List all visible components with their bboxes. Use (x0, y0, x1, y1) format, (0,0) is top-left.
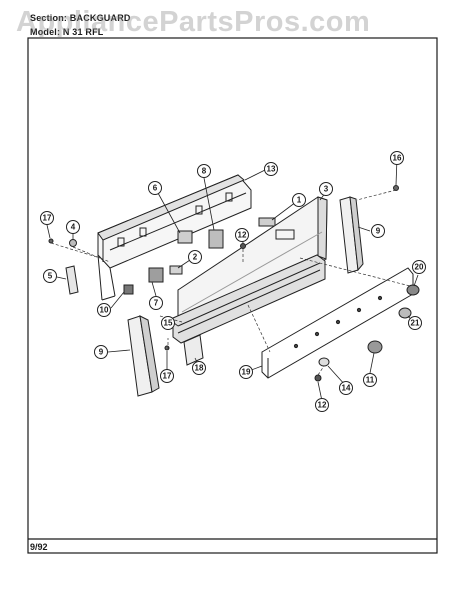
callout-9-right: 9 (371, 224, 385, 238)
callout-12-upper: 12 (235, 228, 249, 242)
callout-20-label: 20 (415, 263, 424, 272)
callout-6: 6 (148, 181, 162, 195)
callout-9-left-label: 9 (99, 348, 104, 357)
callout-5: 5 (43, 269, 57, 283)
callout-5-label: 5 (48, 272, 53, 281)
knob-part-14 (318, 357, 330, 367)
watermark-text: AppliancePartsPros.com (16, 6, 371, 38)
callout-12-upper-label: 12 (238, 231, 247, 240)
bracket-part-2 (169, 265, 183, 275)
callout-1: 1 (292, 193, 306, 207)
rear-bracket (97, 174, 252, 301)
callout-15-label: 15 (164, 319, 173, 328)
knob-part-20 (406, 284, 420, 296)
screw-part-12-upper (240, 243, 246, 249)
connector-part-10 (123, 284, 134, 295)
retainer-part-18 (183, 334, 204, 366)
model-label: Model: N 31 RFL (30, 27, 104, 37)
callout-2-label: 2 (193, 253, 198, 262)
callout-17-lower: 17 (160, 369, 174, 383)
switch-part-7 (148, 267, 164, 283)
callout-8-label: 8 (202, 167, 207, 176)
screw-part-12-lower (314, 374, 322, 382)
screw-part-17-left (48, 238, 54, 244)
callout-12-lower-label: 12 (318, 401, 327, 410)
callout-19-label: 19 (242, 368, 251, 377)
callout-3: 3 (319, 182, 333, 196)
end-cap-right (339, 196, 364, 274)
callout-leaders (46, 157, 419, 402)
block-part-8 (208, 229, 224, 249)
switch-part-6 (177, 230, 193, 244)
callout-18-label: 18 (195, 364, 204, 373)
end-cap-left (127, 315, 160, 397)
callout-17-left: 17 (40, 211, 54, 225)
clip-part-1 (258, 217, 276, 227)
callout-7-label: 7 (154, 299, 159, 308)
callout-3-label: 3 (324, 185, 329, 194)
callout-16: 16 (390, 151, 404, 165)
screw-part-4 (69, 239, 77, 247)
callout-4-label: 4 (71, 223, 76, 232)
revision-date: 9/92 (30, 542, 48, 552)
callout-11: 11 (363, 373, 377, 387)
callout-13: 13 (264, 162, 278, 176)
callout-10: 10 (97, 303, 111, 317)
callout-8: 8 (197, 164, 211, 178)
knob-part-21 (398, 307, 412, 319)
callout-4: 4 (66, 220, 80, 234)
callout-18: 18 (192, 361, 206, 375)
bracket-part-5 (65, 265, 79, 295)
callout-9-right-label: 9 (376, 227, 381, 236)
callout-10-label: 10 (100, 306, 109, 315)
callout-15: 15 (161, 316, 175, 330)
section-label: Section: BACKGUARD (30, 13, 131, 23)
callout-20: 20 (412, 260, 426, 274)
callout-9-left: 9 (94, 345, 108, 359)
callout-14-label: 14 (342, 384, 351, 393)
screw-part-17-lower (164, 345, 170, 351)
callout-12-lower: 12 (315, 398, 329, 412)
callout-14: 14 (339, 381, 353, 395)
callout-17-left-label: 17 (43, 214, 52, 223)
callout-1-label: 1 (297, 196, 302, 205)
callout-21: 21 (408, 316, 422, 330)
callout-2: 2 (188, 250, 202, 264)
callout-21-label: 21 (411, 319, 420, 328)
callout-17-lower-label: 17 (163, 372, 172, 381)
support-channel (172, 254, 326, 344)
diagram-border (27, 37, 438, 554)
knob-part-11 (367, 340, 383, 354)
callout-11-label: 11 (366, 376, 375, 385)
screw-part-16 (393, 185, 399, 191)
callout-7: 7 (149, 296, 163, 310)
callout-19: 19 (239, 365, 253, 379)
callout-6-label: 6 (153, 184, 158, 193)
callout-16-label: 16 (393, 154, 402, 163)
callout-13-label: 13 (267, 165, 276, 174)
